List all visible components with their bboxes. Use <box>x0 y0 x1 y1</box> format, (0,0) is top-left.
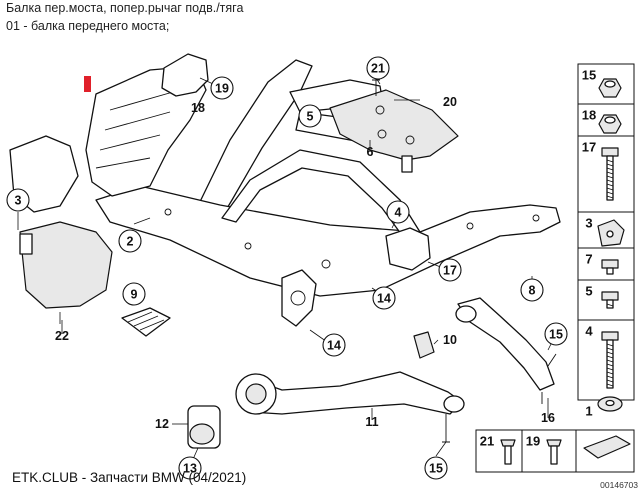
side-panel-label: 7 <box>585 252 592 267</box>
highlight-marker <box>84 76 91 92</box>
side-panel-label: 1 <box>585 404 592 419</box>
side-panel-label: 3 <box>585 216 592 231</box>
callout-21[interactable]: 21 <box>366 56 390 80</box>
side-panel-row-7[interactable]: 7 <box>578 247 634 275</box>
side-panel-label: 5 <box>585 284 592 299</box>
callout-circle[interactable] <box>322 333 346 357</box>
callout-9[interactable]: 9 <box>122 282 146 306</box>
page-subtitle: 01 - балка переднего моста; <box>6 19 170 33</box>
short-bolt-icon <box>601 259 619 275</box>
callout-label: 15 <box>429 462 443 476</box>
bottom-panel-cell-shim[interactable] <box>583 435 631 459</box>
callout-17[interactable]: 17 <box>438 258 462 282</box>
callout-8[interactable]: 8 <box>520 278 544 302</box>
part-number-label[interactable]: 10 <box>443 333 457 347</box>
callout-circle[interactable] <box>178 456 202 480</box>
callout-circle[interactable] <box>386 200 410 224</box>
side-panel-row-1[interactable]: 1 <box>578 396 634 419</box>
part-22-shield[interactable] <box>19 221 113 309</box>
callout-label: 2 <box>127 235 134 249</box>
side-panel-label: 18 <box>582 108 596 123</box>
page-title: Балка пер.моста, попер.рычаг подв./тяга <box>6 1 244 15</box>
footer-text: ETK.CLUB - Запчасти BMW (04/2021) <box>12 470 247 485</box>
callout-14[interactable]: 14 <box>372 286 396 310</box>
bottom-panel-cell-19[interactable]: 19 <box>526 434 562 465</box>
callout-15[interactable]: 15 <box>544 322 568 346</box>
bottom-parts-panel: 21 19 <box>475 429 635 473</box>
side-panel-label: 15 <box>582 68 596 83</box>
part-number-label[interactable]: 12 <box>155 417 169 431</box>
reference-code: 00146703 <box>600 480 638 490</box>
callout-circle[interactable] <box>366 56 390 80</box>
callout-circle[interactable] <box>6 188 30 212</box>
side-parts-panel: 15 18 17 3 7 5 4 1 <box>577 63 635 419</box>
part-number-label[interactable]: 18 <box>191 101 205 115</box>
callout-label: 4 <box>395 206 402 220</box>
part-number-label[interactable]: 16 <box>541 411 555 425</box>
part-16-tension-strut[interactable] <box>457 297 555 391</box>
callout-label: 9 <box>131 288 138 302</box>
part-number-label[interactable]: 6 <box>367 145 374 159</box>
shim-plate-icon <box>583 435 631 459</box>
callout-4[interactable]: 4 <box>386 200 410 224</box>
callout-3[interactable]: 3 <box>6 188 30 212</box>
callout-label: 8 <box>529 284 536 298</box>
callout-label: 15 <box>549 328 563 342</box>
part-number-label[interactable]: 22 <box>55 329 69 343</box>
part-12-bushing[interactable] <box>187 405 221 449</box>
callout-circle[interactable] <box>520 278 544 302</box>
side-panel-row-18[interactable]: 18 <box>578 103 634 134</box>
part-number-label[interactable]: 20 <box>443 95 457 109</box>
callout-circle[interactable] <box>424 456 448 480</box>
callout-label: 14 <box>377 292 391 306</box>
part-11-control-arm[interactable] <box>247 371 463 415</box>
callout-2[interactable]: 2 <box>118 229 142 253</box>
callout-circle[interactable] <box>118 229 142 253</box>
bottom-panel-cell-21[interactable]: 21 <box>480 434 516 465</box>
side-panel-label: 4 <box>585 324 593 339</box>
callout-circle[interactable] <box>544 322 568 346</box>
callout-label: 5 <box>307 110 314 124</box>
stud-bolt-icon <box>601 291 619 309</box>
expansion-rivet-icon <box>546 439 562 465</box>
part-9-grid[interactable] <box>121 307 171 337</box>
callout-15[interactable]: 15 <box>424 456 448 480</box>
callout-19[interactable]: 19 <box>210 76 234 100</box>
side-panel-row-15[interactable]: 15 <box>582 68 622 98</box>
part-18-bracket[interactable] <box>161 53 209 97</box>
side-panel-label: 17 <box>582 140 596 155</box>
bracket-clip-icon <box>597 219 625 247</box>
callout-label: 19 <box>215 82 229 96</box>
push-rivet-icon <box>500 439 516 465</box>
hex-nut-icon <box>598 114 622 134</box>
front-axle-carrier[interactable] <box>85 59 561 327</box>
part-number-label[interactable]: 11 <box>365 415 378 429</box>
callout-13[interactable]: 13 <box>178 456 202 480</box>
callout-circle[interactable] <box>298 104 322 128</box>
callout-label: 17 <box>443 264 457 278</box>
part-20-plate[interactable] <box>329 89 459 161</box>
callout-circle[interactable] <box>372 286 396 310</box>
washer-icon <box>597 396 623 412</box>
callout-label: 13 <box>183 462 197 476</box>
bottom-panel-label: 21 <box>480 434 494 449</box>
bottom-panel-label: 19 <box>526 434 540 449</box>
callout-circle[interactable] <box>210 76 234 100</box>
callout-circle[interactable] <box>438 258 462 282</box>
callout-circle[interactable] <box>122 282 146 306</box>
callout-label: 3 <box>15 194 22 208</box>
callout-14[interactable]: 14 <box>322 333 346 357</box>
long-bolt-icon <box>601 147 619 201</box>
part-10-bushing[interactable] <box>413 331 435 359</box>
side-panel-row-5[interactable]: 5 <box>578 279 634 309</box>
side-panel-row-3[interactable]: 3 <box>578 211 634 247</box>
callout-label: 21 <box>371 62 385 76</box>
side-panel-row-17[interactable]: 17 <box>578 135 634 201</box>
callout-label: 14 <box>327 339 341 353</box>
flange-nut-icon <box>598 78 622 98</box>
callout-5[interactable]: 5 <box>298 104 322 128</box>
long-screw-icon <box>601 331 619 389</box>
side-panel-row-4[interactable]: 4 <box>578 319 634 389</box>
